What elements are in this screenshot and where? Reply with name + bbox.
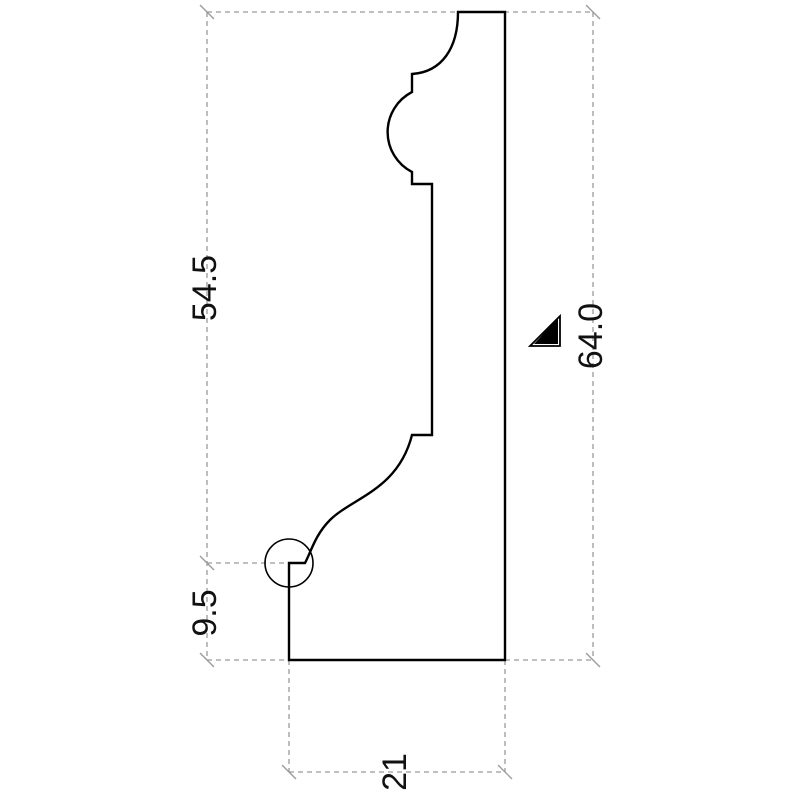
triangle-datum-icon (527, 313, 561, 347)
dimension-lines (206, 11, 594, 773)
tick-bottom-left (199, 652, 215, 668)
tick-bottom-right (585, 652, 601, 668)
upper-height-label: 54.5 (186, 255, 224, 321)
detail-circle-icon (264, 538, 314, 588)
tick-width-right (497, 764, 513, 780)
lower-height-label: 9.5 (186, 589, 224, 636)
tick-top-left (199, 4, 215, 20)
total-height-label: 64.0 (572, 303, 610, 369)
tick-width-left (281, 764, 297, 780)
dimension-ticks (199, 4, 601, 780)
molding-profile (287, 10, 507, 662)
tick-top-right (585, 4, 601, 20)
width-label: 21 (376, 753, 414, 791)
tick-mid-left (199, 555, 215, 571)
